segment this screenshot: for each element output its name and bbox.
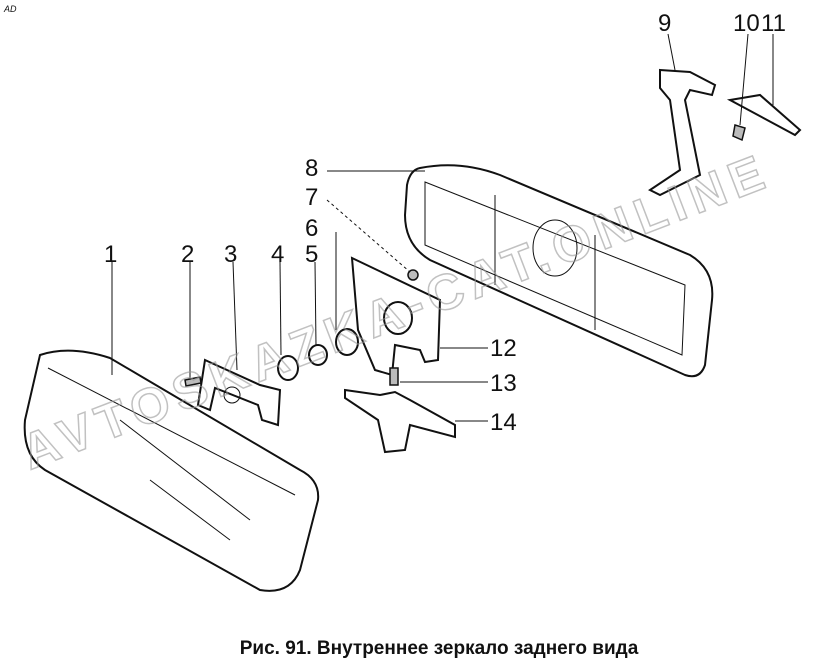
callout-10: 10 — [733, 10, 760, 37]
callout-3: 3 — [224, 241, 237, 268]
washer-4 — [277, 355, 299, 381]
callout-1: 1 — [104, 241, 117, 268]
callout-12: 12 — [490, 335, 517, 362]
ball-5 — [308, 344, 328, 366]
corner-mark: AD — [4, 4, 17, 14]
callout-labels: 1 2 3 4 5 6 7 8 9 10 11 12 13 14 — [104, 10, 786, 436]
bracket — [196, 358, 282, 427]
mount-plate — [350, 256, 442, 377]
callout-4: 4 — [271, 241, 284, 268]
leader-lines — [111, 33, 774, 422]
callout-14: 14 — [490, 409, 517, 436]
clamp — [344, 388, 456, 454]
spring — [389, 367, 399, 386]
screw — [184, 376, 202, 387]
callout-6: 6 — [305, 215, 318, 242]
callout-5: 5 — [305, 241, 318, 268]
figure-caption: Рис. 91. Внутреннее зеркало заднего вида — [239, 638, 639, 659]
callout-11: 11 — [761, 10, 786, 37]
mirror-glass — [23, 349, 320, 592]
callout-9: 9 — [658, 10, 671, 37]
callout-2: 2 — [181, 241, 194, 268]
mirror-housing — [403, 164, 714, 378]
callout-8: 8 — [305, 155, 318, 182]
callout-13: 13 — [490, 370, 517, 397]
bushing-6 — [335, 328, 359, 356]
screw-10 — [732, 124, 746, 142]
callout-7: 7 — [305, 184, 318, 211]
mounting-arm — [648, 68, 802, 197]
